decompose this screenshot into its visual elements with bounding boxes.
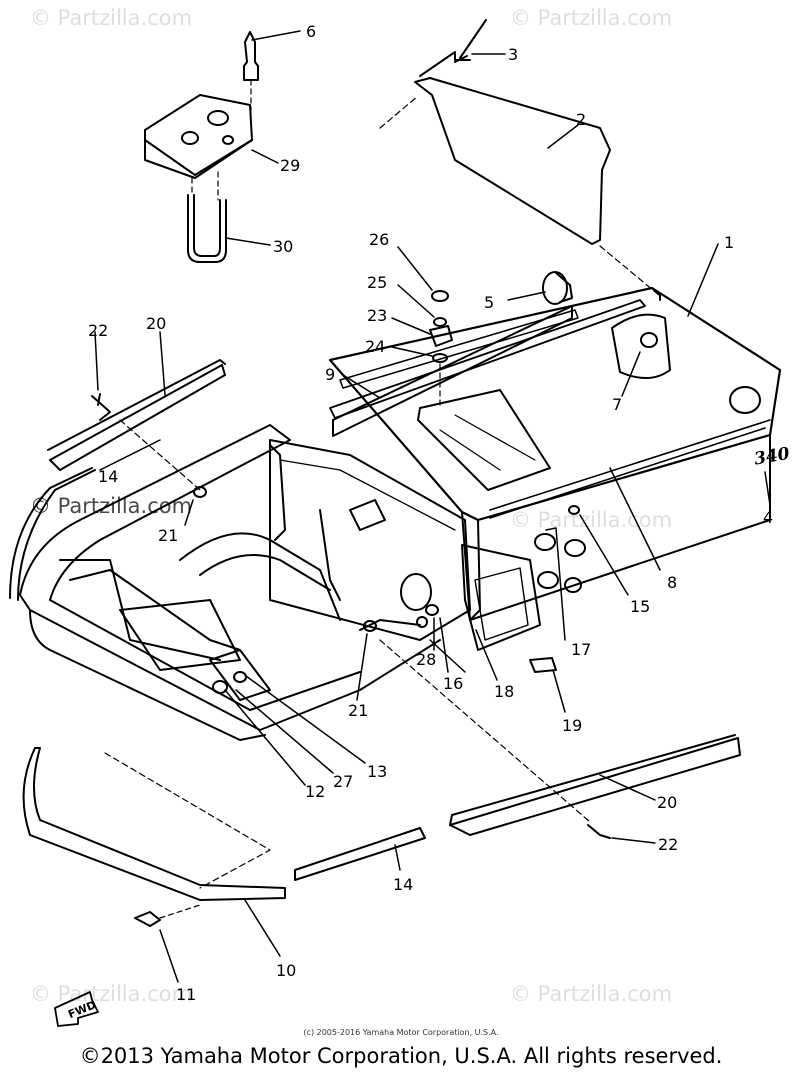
callout-label: 28 — [416, 650, 436, 669]
callout-labels: 1 2 3 4 5 6 7 8 9 10 11 12 13 14 14 15 1… — [88, 22, 773, 1004]
callout-label: 1 — [724, 233, 734, 252]
callout-label: 30 — [273, 237, 293, 256]
left-rails — [9, 331, 226, 601]
forward-arrow-icon: FWD — [54, 991, 99, 1027]
runner-strip — [332, 305, 573, 437]
callout-label: 7 — [612, 395, 622, 414]
bracket-assembly — [144, 30, 301, 263]
callout-label: 12 — [305, 782, 325, 801]
callout-label: 18 — [494, 682, 514, 701]
watermark: © Partzilla.com — [510, 982, 673, 1006]
callout-label: 20 — [146, 314, 166, 333]
callout-label: 2 — [576, 110, 586, 129]
copyright-notice: ©2013 Yamaha Motor Corporation, U.S.A. A… — [79, 1044, 723, 1068]
model-code: 340 — [753, 444, 792, 470]
callout-label: 3 — [508, 45, 518, 64]
callout-label: 23 — [367, 306, 387, 325]
right-rail — [379, 639, 741, 844]
callout-label: 22 — [658, 835, 678, 854]
callout-label: 27 — [333, 772, 353, 791]
callout-label: 16 — [443, 674, 463, 693]
callout-label: 24 — [365, 337, 385, 356]
callout-label: 4 — [763, 508, 773, 527]
callout-label: 5 — [484, 293, 494, 312]
callout-label: 22 — [88, 321, 108, 340]
callout-label: 15 — [630, 597, 650, 616]
front-frame — [19, 424, 441, 741]
callout-label: 14 — [393, 875, 413, 894]
callout-label: 9 — [325, 365, 335, 384]
callout-label: 8 — [667, 573, 677, 592]
watermark: © Partzilla.com — [510, 508, 673, 532]
watermark: © Partzilla.com — [30, 982, 193, 1006]
watermark: © Partzilla.com — [510, 6, 673, 30]
callout-label: 21 — [348, 701, 368, 720]
lower-bumper — [22, 747, 426, 983]
callout-label: 20 — [657, 793, 677, 812]
callout-label: 13 — [367, 762, 387, 781]
watermark: © Partzilla.com — [30, 6, 193, 30]
callout-label: 14 — [98, 467, 118, 486]
hardware-stack — [342, 243, 719, 409]
callout-label: 6 — [306, 22, 316, 41]
copyright-notice-small: (c) 2005-2016 Yamaha Motor Corporation, … — [303, 1028, 499, 1037]
right-hardware — [224, 467, 771, 786]
callout-label: 26 — [369, 230, 389, 249]
callout-label: 10 — [276, 961, 296, 980]
callout-label: 11 — [176, 985, 196, 1004]
side-panel — [379, 19, 661, 297]
callout-label: 29 — [280, 156, 300, 175]
callout-label: 21 — [158, 526, 178, 545]
callout-label: 19 — [562, 716, 582, 735]
callout-label: 17 — [571, 640, 591, 659]
callout-label: 25 — [367, 273, 387, 292]
